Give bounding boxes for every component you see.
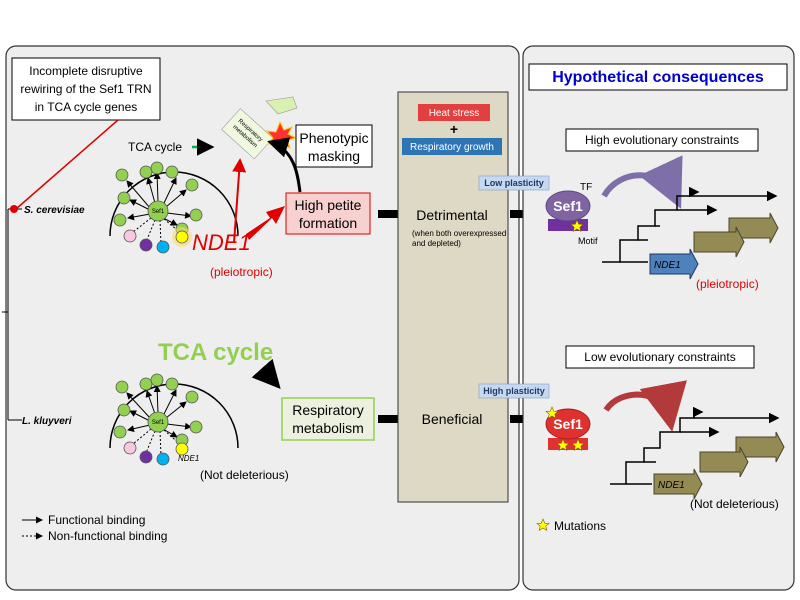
heat-stress-badge <box>418 104 490 121</box>
low-plasticity-badge <box>478 175 550 191</box>
gold-gene-4 <box>699 446 749 478</box>
mutations-label: Mutations <box>554 519 606 533</box>
mutation-star-motif-1 <box>556 438 570 452</box>
hypothetical-title: Hypothetical consequences <box>552 69 764 86</box>
phenotypic-masking-line-1: Phenotypic <box>299 130 368 146</box>
nde1-to-petite-arrow <box>246 206 285 240</box>
gold-gene-2 <box>693 226 745 258</box>
tf-regulation-arrow-bottom <box>603 380 687 432</box>
pleiotropic-right: (pleiotropic) <box>696 277 759 291</box>
mutation-star-motif-top <box>570 219 584 233</box>
sef1-tf-bottom <box>545 408 591 440</box>
motif-label: Motif <box>578 236 598 246</box>
green-fragment <box>265 96 298 115</box>
phenotypic-masking-line-2: masking <box>308 148 360 164</box>
callout-box <box>11 57 161 121</box>
phenotypic-masking-box <box>295 124 373 168</box>
nde1-gene-label-bottom: NDE1 <box>658 480 685 491</box>
hub-label-top: Sef1 <box>152 209 165 215</box>
high-petite-line-1: High petite <box>295 197 362 213</box>
high-petite-line-2: formation <box>299 215 357 231</box>
nde1-small-label: NDE1 <box>178 454 199 463</box>
callout-pointer <box>15 119 119 210</box>
respiratory-metabolism-box <box>281 397 375 441</box>
gene-cluster-top: NDE1 <box>602 186 779 280</box>
callout-line-3: in TCA cycle genes <box>35 100 138 114</box>
mutation-star-motif-2 <box>571 438 585 452</box>
network-top: Sef1 <box>109 161 239 254</box>
tca-big-arrow <box>251 358 281 389</box>
tca-cycle-small: TCA cycle <box>128 140 182 154</box>
detrimental-note-2: and depleted) <box>412 239 461 248</box>
mutation-legend-star <box>536 518 550 532</box>
nde1-to-respiratory-arrow <box>232 158 247 244</box>
high-plasticity-label: High plasticity <box>483 386 545 396</box>
callout-line-2: rewiring of the Sef1 TRN <box>20 82 151 96</box>
mutation-star-tf <box>545 406 559 420</box>
beneficial-label: Beneficial <box>422 411 483 427</box>
detrimental-label: Detrimental <box>416 207 488 223</box>
gene-cluster-bottom: NDE1 <box>610 406 785 500</box>
node-marker <box>10 205 18 213</box>
legend-functional: Functional binding <box>48 513 145 527</box>
heat-stress-label: Heat stress <box>429 108 480 119</box>
respiratory-growth-badge <box>402 138 502 155</box>
high-constraints-box <box>565 128 759 152</box>
network-bottom: Sef1 <box>109 373 239 466</box>
low-plasticity-label: Low plasticity <box>484 178 544 188</box>
nde1-gene-bottom <box>653 468 703 500</box>
respiratory-growth-label: Respiratory growth <box>410 142 494 153</box>
low-constraints-box <box>565 345 755 369</box>
high-plasticity-badge <box>478 383 550 399</box>
pleiotropic-left: (pleiotropic) <box>210 265 273 279</box>
species-l-kluyveri: L. kluyveri <box>22 416 72 427</box>
sef1-tf-top <box>545 190 591 222</box>
masking-curved-arrow <box>267 137 302 193</box>
nde1-gene-label-top: NDE1 <box>654 260 681 271</box>
detrimental-note-1: (when both overexpressed <box>412 229 506 238</box>
respiratory-box-line-2: metabolism <box>292 420 364 436</box>
nde1-gene-top <box>649 248 699 280</box>
tf-label: TF <box>580 182 592 193</box>
legend: Functional binding Non-functional bindin… <box>22 513 167 543</box>
callout-line-1: Incomplete disruptive <box>29 64 143 78</box>
tf-regulation-arrow-top <box>601 155 683 209</box>
right-panel: Hypothetical consequences High evolution… <box>478 45 795 591</box>
sef1-label-top: Sef1 <box>553 198 583 214</box>
low-constraints-label: Low evolutionary constraints <box>584 350 735 364</box>
sef1-label-bottom: Sef1 <box>553 416 583 432</box>
condition-column <box>397 91 509 503</box>
high-petite-box <box>285 192 371 235</box>
hypothetical-title-box <box>528 63 788 91</box>
high-constraints-label: High evolutionary constraints <box>585 133 739 147</box>
plus-sign: + <box>450 121 458 137</box>
not-deleterious-left: (Not deleterious) <box>200 468 289 482</box>
legend-nonfunctional: Non-functional binding <box>48 529 167 543</box>
nde1-big: NDE1 <box>192 230 251 255</box>
left-panel: Incomplete disruptive rewiring of the Se… <box>2 45 520 591</box>
tca-cycle-big: TCA cycle <box>158 339 273 366</box>
not-deleterious-right: (Not deleterious) <box>690 497 779 511</box>
hub-label-bottom: Sef1 <box>152 420 165 426</box>
respiratory-box-line-1: Respiratory <box>292 402 364 418</box>
species-s-cerevisiae: S. cerevisiae <box>24 205 85 216</box>
